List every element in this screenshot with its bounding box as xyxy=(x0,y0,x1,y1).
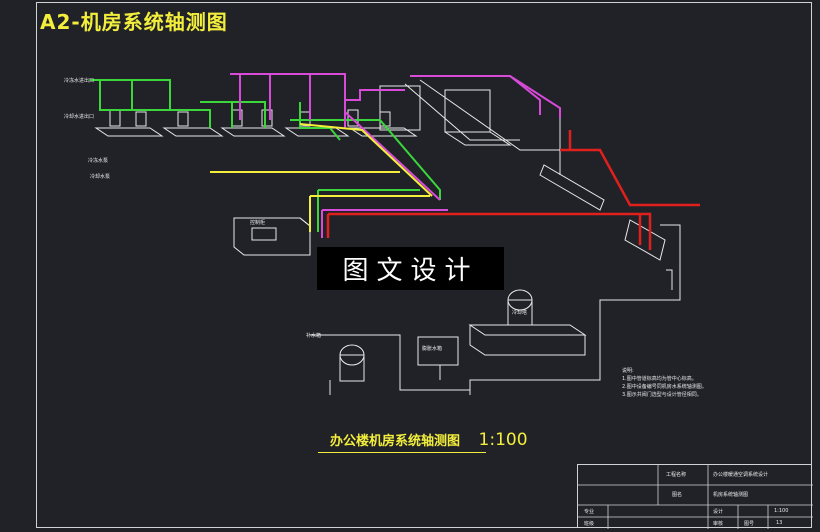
drawing-frame xyxy=(36,2,812,528)
label-pipe-3: 冷冻水泵 xyxy=(88,157,108,164)
watermark: 图文设计 xyxy=(317,247,504,290)
caption-underline xyxy=(318,452,486,453)
notes-line-1: 1.图中管道标高均为管中心标高。 xyxy=(622,376,697,382)
label-pipe-4: 冷却水泵 xyxy=(90,173,110,180)
tb-major-label: 专业 xyxy=(584,509,595,515)
tb-number-value: 13 xyxy=(776,520,783,526)
notes-heading: 说明: xyxy=(622,368,634,374)
tb-drawing-value: 机房系统轴测图 xyxy=(713,492,749,498)
caption-text: 办公楼机房系统轴测图 xyxy=(330,434,461,449)
sheet-title: A2-机房系统轴测图 xyxy=(40,10,228,34)
tb-check-label: 审核 xyxy=(713,521,724,527)
tb-project-label: 工程名称 xyxy=(666,472,687,478)
notes-block: 说明: 1.图中管道标高均为管中心标高。 2.图中设备编号同机房水系统轴测图。 … xyxy=(622,367,707,399)
tb-project-value: 办公楼暖通空调系统设计 xyxy=(713,472,769,478)
tb-student-label: 班级 xyxy=(584,521,595,527)
drawing-caption: 办公楼机房系统轴测图 1:100 xyxy=(330,430,528,450)
label-pipe-6: 冷却塔 xyxy=(512,309,527,316)
notes-line-3: 3.图示共阀门选型与设计管径相同。 xyxy=(622,392,702,398)
title-block-grid xyxy=(578,465,813,529)
tb-number-label: 图号 xyxy=(744,521,755,527)
label-pipe-5: 补水箱 xyxy=(306,332,321,339)
tb-drawing-label: 图名 xyxy=(672,492,683,498)
title-block: 工程名称 办公楼暖通空调系统设计 图名 机房系统轴测图 专业 设计 1:100 … xyxy=(577,464,813,529)
label-pipe-7: 膨胀水箱 xyxy=(422,345,442,352)
tb-design-label: 设计 xyxy=(713,509,724,515)
tb-scale-value: 1:100 xyxy=(774,508,789,514)
label-pipe-2: 冷却水进出口 xyxy=(64,113,94,120)
notes-line-2: 2.图中设备编号同机房水系统轴测图。 xyxy=(622,384,707,390)
label-pipe-8: 控制柜 xyxy=(250,219,265,226)
caption-scale: 1:100 xyxy=(478,430,528,450)
label-pipe-1: 冷冻水进出口 xyxy=(64,77,94,84)
